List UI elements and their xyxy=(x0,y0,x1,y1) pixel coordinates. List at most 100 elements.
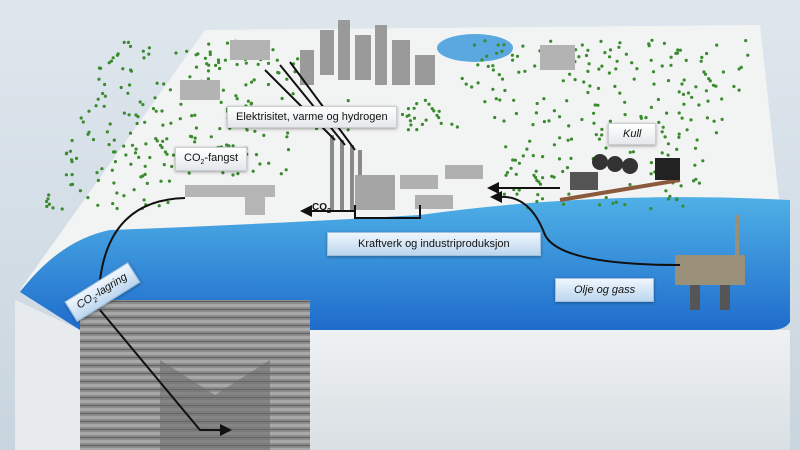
tree xyxy=(512,98,516,102)
tree xyxy=(74,156,79,160)
tree xyxy=(707,77,711,81)
tree xyxy=(608,55,612,59)
tree xyxy=(432,109,436,113)
tree xyxy=(275,58,279,62)
tree xyxy=(101,91,105,96)
tree xyxy=(503,88,507,93)
tree xyxy=(566,138,570,142)
tree xyxy=(686,91,691,95)
tree xyxy=(178,117,182,121)
tree xyxy=(103,82,107,87)
tree xyxy=(649,172,653,176)
tree xyxy=(714,131,719,135)
tree xyxy=(599,39,603,44)
tree xyxy=(145,181,149,185)
tree xyxy=(154,109,158,113)
tree xyxy=(692,179,696,183)
co2-flow-prefix: CO xyxy=(312,202,327,213)
tree xyxy=(253,129,257,133)
tree xyxy=(660,64,664,68)
tree xyxy=(552,175,556,179)
tree xyxy=(142,56,146,60)
tree xyxy=(694,177,698,181)
tree xyxy=(47,202,52,206)
tree xyxy=(193,113,197,117)
tree xyxy=(711,83,716,87)
tree xyxy=(160,145,164,150)
label-co2-capture-prefix: CO xyxy=(184,152,201,164)
tree xyxy=(680,116,684,120)
tree xyxy=(96,97,100,101)
tree xyxy=(697,103,701,107)
tree xyxy=(675,147,679,151)
trees xyxy=(45,38,750,211)
tree xyxy=(135,121,139,126)
tree xyxy=(586,69,590,73)
tree xyxy=(690,95,694,99)
tree xyxy=(584,53,589,58)
tree xyxy=(647,42,651,46)
tree xyxy=(190,114,194,118)
coal-mine xyxy=(559,154,681,202)
tree xyxy=(500,77,505,81)
tree xyxy=(190,135,194,139)
tree xyxy=(705,51,709,56)
tree xyxy=(682,102,686,106)
tree xyxy=(405,114,409,118)
tree xyxy=(161,123,165,127)
tree xyxy=(476,63,480,67)
tree xyxy=(715,43,719,47)
tree xyxy=(594,133,598,137)
tree xyxy=(491,64,495,68)
tree xyxy=(163,150,167,154)
tree xyxy=(214,63,218,67)
label-power-and-industry: Kraftverk og industriproduksjon xyxy=(327,232,541,256)
tree xyxy=(677,135,681,139)
tree xyxy=(271,48,275,52)
tree xyxy=(65,151,69,155)
tree xyxy=(628,183,632,187)
tree xyxy=(225,41,230,45)
tree xyxy=(168,88,172,92)
tree xyxy=(455,125,459,129)
tree xyxy=(669,55,673,59)
tree xyxy=(221,88,225,92)
tree xyxy=(266,82,271,87)
tree xyxy=(662,41,667,46)
label-co2-capture: CO2-fangst xyxy=(175,147,248,172)
tree xyxy=(111,202,115,206)
tree xyxy=(660,130,664,134)
tree xyxy=(435,113,439,117)
tree xyxy=(663,135,667,139)
tree xyxy=(412,106,416,110)
tree xyxy=(495,51,499,55)
label-oil-and-gas: Olje og gass xyxy=(555,278,655,302)
tree xyxy=(666,153,670,157)
tree xyxy=(112,181,116,185)
tree xyxy=(221,171,225,175)
tree xyxy=(129,162,133,166)
tree xyxy=(534,111,539,115)
tree xyxy=(286,131,290,135)
tree xyxy=(208,52,212,57)
tree xyxy=(254,153,259,157)
tree xyxy=(618,91,622,95)
tree xyxy=(493,115,497,120)
tree xyxy=(208,50,212,54)
tree xyxy=(185,49,189,53)
tree xyxy=(628,150,632,154)
tree xyxy=(437,109,441,113)
tree xyxy=(624,52,629,56)
tree xyxy=(169,121,173,125)
tree xyxy=(166,200,170,205)
tree xyxy=(400,112,405,117)
tree xyxy=(130,143,135,147)
tree xyxy=(128,83,132,87)
tree xyxy=(586,48,590,52)
tree xyxy=(582,80,586,84)
tree xyxy=(100,167,104,171)
tree xyxy=(695,138,699,142)
tree xyxy=(552,109,557,113)
tree xyxy=(218,127,222,131)
tree xyxy=(567,124,571,128)
